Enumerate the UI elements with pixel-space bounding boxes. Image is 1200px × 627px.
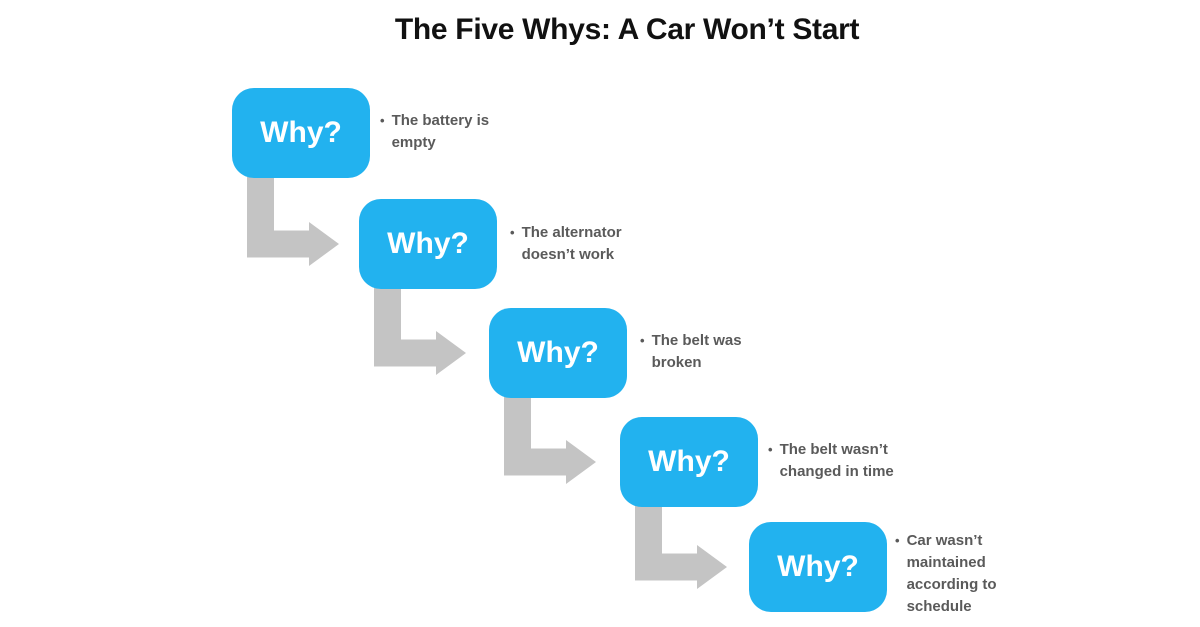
why-box-5: Why? bbox=[749, 522, 887, 612]
bullet-icon: • bbox=[510, 225, 515, 240]
note-5: • Car wasn’t maintained according to sch… bbox=[895, 530, 997, 618]
why-box-3: Why? bbox=[489, 308, 627, 398]
why-box-label: Why? bbox=[648, 445, 730, 478]
elbow-arrow-icon-2 bbox=[374, 286, 466, 375]
elbow-arrow-icon-1 bbox=[247, 177, 339, 266]
note-4: • The belt wasn’t changed in time bbox=[768, 439, 894, 483]
why-box-label: Why? bbox=[517, 336, 599, 369]
bullet-icon: • bbox=[640, 333, 645, 348]
note-2: • The alternator doesn’t work bbox=[510, 222, 622, 266]
note-1: • The battery is empty bbox=[380, 110, 489, 154]
why-box-2: Why? bbox=[359, 199, 497, 289]
bullet-icon: • bbox=[895, 533, 900, 548]
bullet-icon: • bbox=[380, 113, 385, 128]
note-text: Car wasn’t maintained according to sched… bbox=[906, 532, 997, 615]
why-box-label: Why? bbox=[260, 116, 342, 149]
note-text: The battery is empty bbox=[391, 112, 490, 151]
elbow-arrow-icon-4 bbox=[635, 500, 727, 589]
bullet-icon: • bbox=[768, 442, 773, 457]
why-box-4: Why? bbox=[620, 417, 758, 507]
note-text: The belt wasn’t changed in time bbox=[779, 441, 894, 480]
why-box-1: Why? bbox=[232, 88, 370, 178]
note-text: The alternator doesn’t work bbox=[521, 224, 622, 263]
elbow-arrow-icon-3 bbox=[504, 395, 596, 484]
note-3: • The belt was broken bbox=[640, 330, 742, 374]
diagram-title: The Five Whys: A Car Won’t Start bbox=[394, 13, 860, 46]
why-box-label: Why? bbox=[387, 227, 469, 260]
why-box-label: Why? bbox=[777, 550, 859, 583]
note-text: The belt was broken bbox=[651, 332, 742, 371]
